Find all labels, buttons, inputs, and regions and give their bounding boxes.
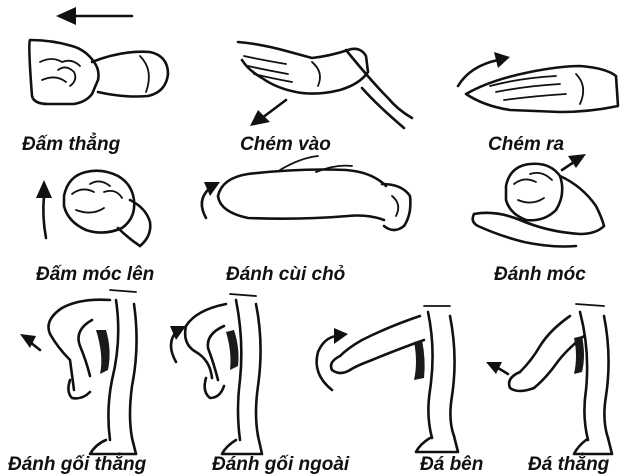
- caption-straight-punch: Đấm thẳng: [22, 133, 121, 155]
- caption-hook-punch: Đánh móc: [494, 264, 586, 285]
- outward-chop-icon: [458, 52, 618, 112]
- panel-hook-punch: Đánh móc: [473, 154, 604, 285]
- caption-elbow-strike: Đánh cùi chỏ: [226, 264, 345, 285]
- caption-uppercut: Đấm móc lên: [36, 264, 154, 285]
- caption-inward-chop: Chém vào: [240, 134, 331, 155]
- caption-side-kick: Đá bên: [420, 454, 483, 475]
- outside-knee-icon: [170, 294, 262, 454]
- panel-elbow-strike: Đánh cùi chỏ: [202, 156, 411, 285]
- panel-straight-knee: Đánh gối thẳng: [8, 290, 147, 475]
- straight-knee-icon: [20, 290, 137, 454]
- hook-punch-icon: [473, 154, 604, 247]
- panel-straight-punch: Đấm thẳng: [22, 7, 168, 155]
- straight-punch-icon: [29, 7, 168, 104]
- inward-chop-icon: [238, 42, 412, 128]
- uppercut-icon: [36, 171, 150, 246]
- panel-outside-knee: Đánh gối ngoài: [170, 294, 350, 475]
- panel-side-kick: Đá bên: [317, 306, 484, 475]
- elbow-strike-icon: [202, 156, 411, 230]
- front-kick-icon: [486, 304, 612, 454]
- panel-inward-chop: Chém vào: [238, 42, 412, 155]
- caption-outward-chop: Chém ra: [488, 134, 564, 155]
- caption-front-kick: Đá thẳng: [528, 453, 610, 475]
- panel-uppercut: Đấm móc lên: [36, 171, 154, 285]
- caption-outside-knee: Đánh gối ngoài: [212, 454, 350, 475]
- panel-front-kick: Đá thẳng: [486, 304, 612, 475]
- panel-outward-chop: Chém ra: [458, 52, 618, 155]
- side-kick-icon: [317, 306, 458, 452]
- caption-straight-knee: Đánh gối thẳng: [8, 453, 147, 475]
